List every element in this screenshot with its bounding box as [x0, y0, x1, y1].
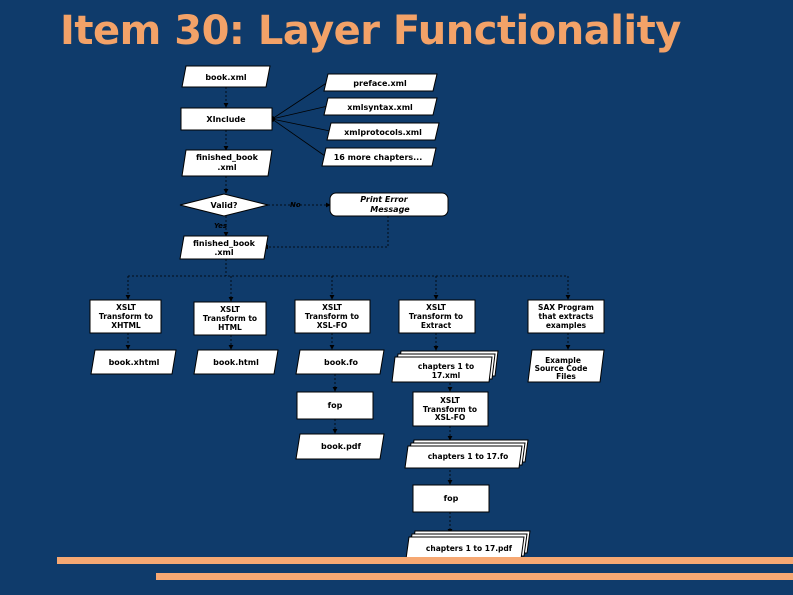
node-label: book.pdf: [321, 442, 362, 451]
node-chapters-pdf: chapters 1 to 17.pdf: [405, 530, 531, 560]
node-label: Example: [545, 356, 581, 365]
node-label: chapters 1 to 17.fo: [428, 452, 509, 461]
node-label: fop: [328, 401, 343, 410]
node-book-fo: book.fo: [295, 349, 385, 375]
node-label: xmlprotocols.xml: [344, 128, 422, 137]
connector: [271, 81, 329, 120]
node-preface-xml: preface.xml: [323, 73, 438, 92]
node-fop-2: fop: [412, 484, 490, 513]
node-label: XSLT: [426, 303, 447, 312]
node-label: Transform to: [423, 405, 477, 414]
node-label: book.html: [213, 358, 259, 367]
node-sax-program: SAX Program that extracts examples: [527, 299, 605, 334]
node-label: finished_book: [196, 153, 259, 162]
node-label: XSLT: [322, 303, 343, 312]
connector: [263, 216, 389, 250]
node-label: xmlsyntax.xml: [347, 103, 413, 112]
node-label: XSL-FO: [317, 321, 348, 330]
node-label: XSLT: [116, 303, 137, 312]
node-label: SAX Program: [538, 303, 594, 312]
node-label: chapters 1 to: [418, 362, 474, 371]
node-valid-decision: Valid?: [179, 193, 269, 217]
node-book-pdf: book.pdf: [295, 433, 385, 460]
node-more-chapters: 16 more chapters...: [321, 147, 437, 167]
node-label: that extracts: [539, 312, 594, 321]
node-book-xml: book.xml: [181, 65, 271, 88]
node-label: preface.xml: [353, 79, 407, 88]
node-book-xhtml: book.xhtml: [90, 349, 177, 375]
connector: [271, 118, 326, 157]
node-xslt-html: XSLT Transform to HTML: [193, 301, 267, 336]
node-label: Valid?: [210, 201, 237, 210]
node-label: XSL-FO: [435, 413, 466, 422]
node-fop-1: fop: [296, 391, 374, 420]
node-label: fop: [444, 494, 459, 503]
node-label: book.xml: [205, 73, 247, 82]
yes-label: Yes: [214, 222, 227, 230]
node-xmlsyntax-xml: xmlsyntax.xml: [323, 97, 438, 116]
node-label: Extract: [421, 321, 452, 330]
node-label: Transform to: [305, 312, 359, 321]
node-example-source: Example Source Code Files: [527, 349, 605, 383]
node-label: chapters 1 to 17.pdf: [426, 544, 513, 553]
node-label: 16 more chapters...: [334, 153, 423, 162]
accent-bar-upper: [57, 557, 793, 564]
node-label: Transform to: [409, 312, 463, 321]
node-label: book.xhtml: [109, 358, 160, 367]
node-label: Message: [370, 205, 410, 214]
node-label: XHTML: [111, 321, 141, 330]
node-label: examples: [546, 321, 587, 330]
node-label: finished_book: [193, 239, 256, 248]
node-label: XInclude: [206, 115, 246, 124]
node-label: XSLT: [440, 396, 461, 405]
accent-bar-lower: [156, 573, 793, 580]
node-xslt-xslfo-2: XSLT Transform to XSL-FO: [412, 391, 489, 427]
node-label: .xml: [214, 248, 234, 257]
connectors: [125, 81, 571, 534]
connector: [271, 118, 331, 132]
node-xslt-extract: XSLT Transform to Extract: [398, 299, 476, 334]
node-label: Print Error: [360, 195, 408, 204]
node-xinclude: XInclude: [180, 107, 273, 131]
node-label: Transform to: [99, 312, 153, 321]
no-label: No: [290, 201, 301, 209]
node-book-html: book.html: [193, 349, 279, 375]
node-label: book.fo: [324, 358, 359, 367]
node-label: Source Code: [535, 364, 588, 373]
node-label: XSLT: [220, 305, 241, 314]
node-label: HTML: [218, 323, 242, 332]
node-xslt-xslfo: XSLT Transform to XSL-FO: [294, 299, 371, 334]
slide-title: Item 30: Layer Functionality: [60, 8, 681, 54]
node-label: Transform to: [203, 314, 257, 323]
node-label: .xml: [217, 163, 237, 172]
node-finished-book-1: finished_book .xml: [181, 149, 273, 177]
node-label: 17.xml: [432, 371, 461, 380]
node-print-error: Print Error Message: [329, 192, 449, 217]
node-chapters-xml: chapters 1 to 17.xml: [391, 350, 499, 383]
connector: [271, 105, 329, 120]
node-label: Files: [556, 372, 576, 381]
node-finished-book-2: finished_book .xml: [179, 235, 269, 260]
node-xslt-xhtml: XSLT Transform to XHTML: [89, 299, 162, 334]
node-chapters-fo: chapters 1 to 17.fo: [404, 439, 529, 469]
node-xmlprotocols-xml: xmlprotocols.xml: [326, 122, 440, 141]
